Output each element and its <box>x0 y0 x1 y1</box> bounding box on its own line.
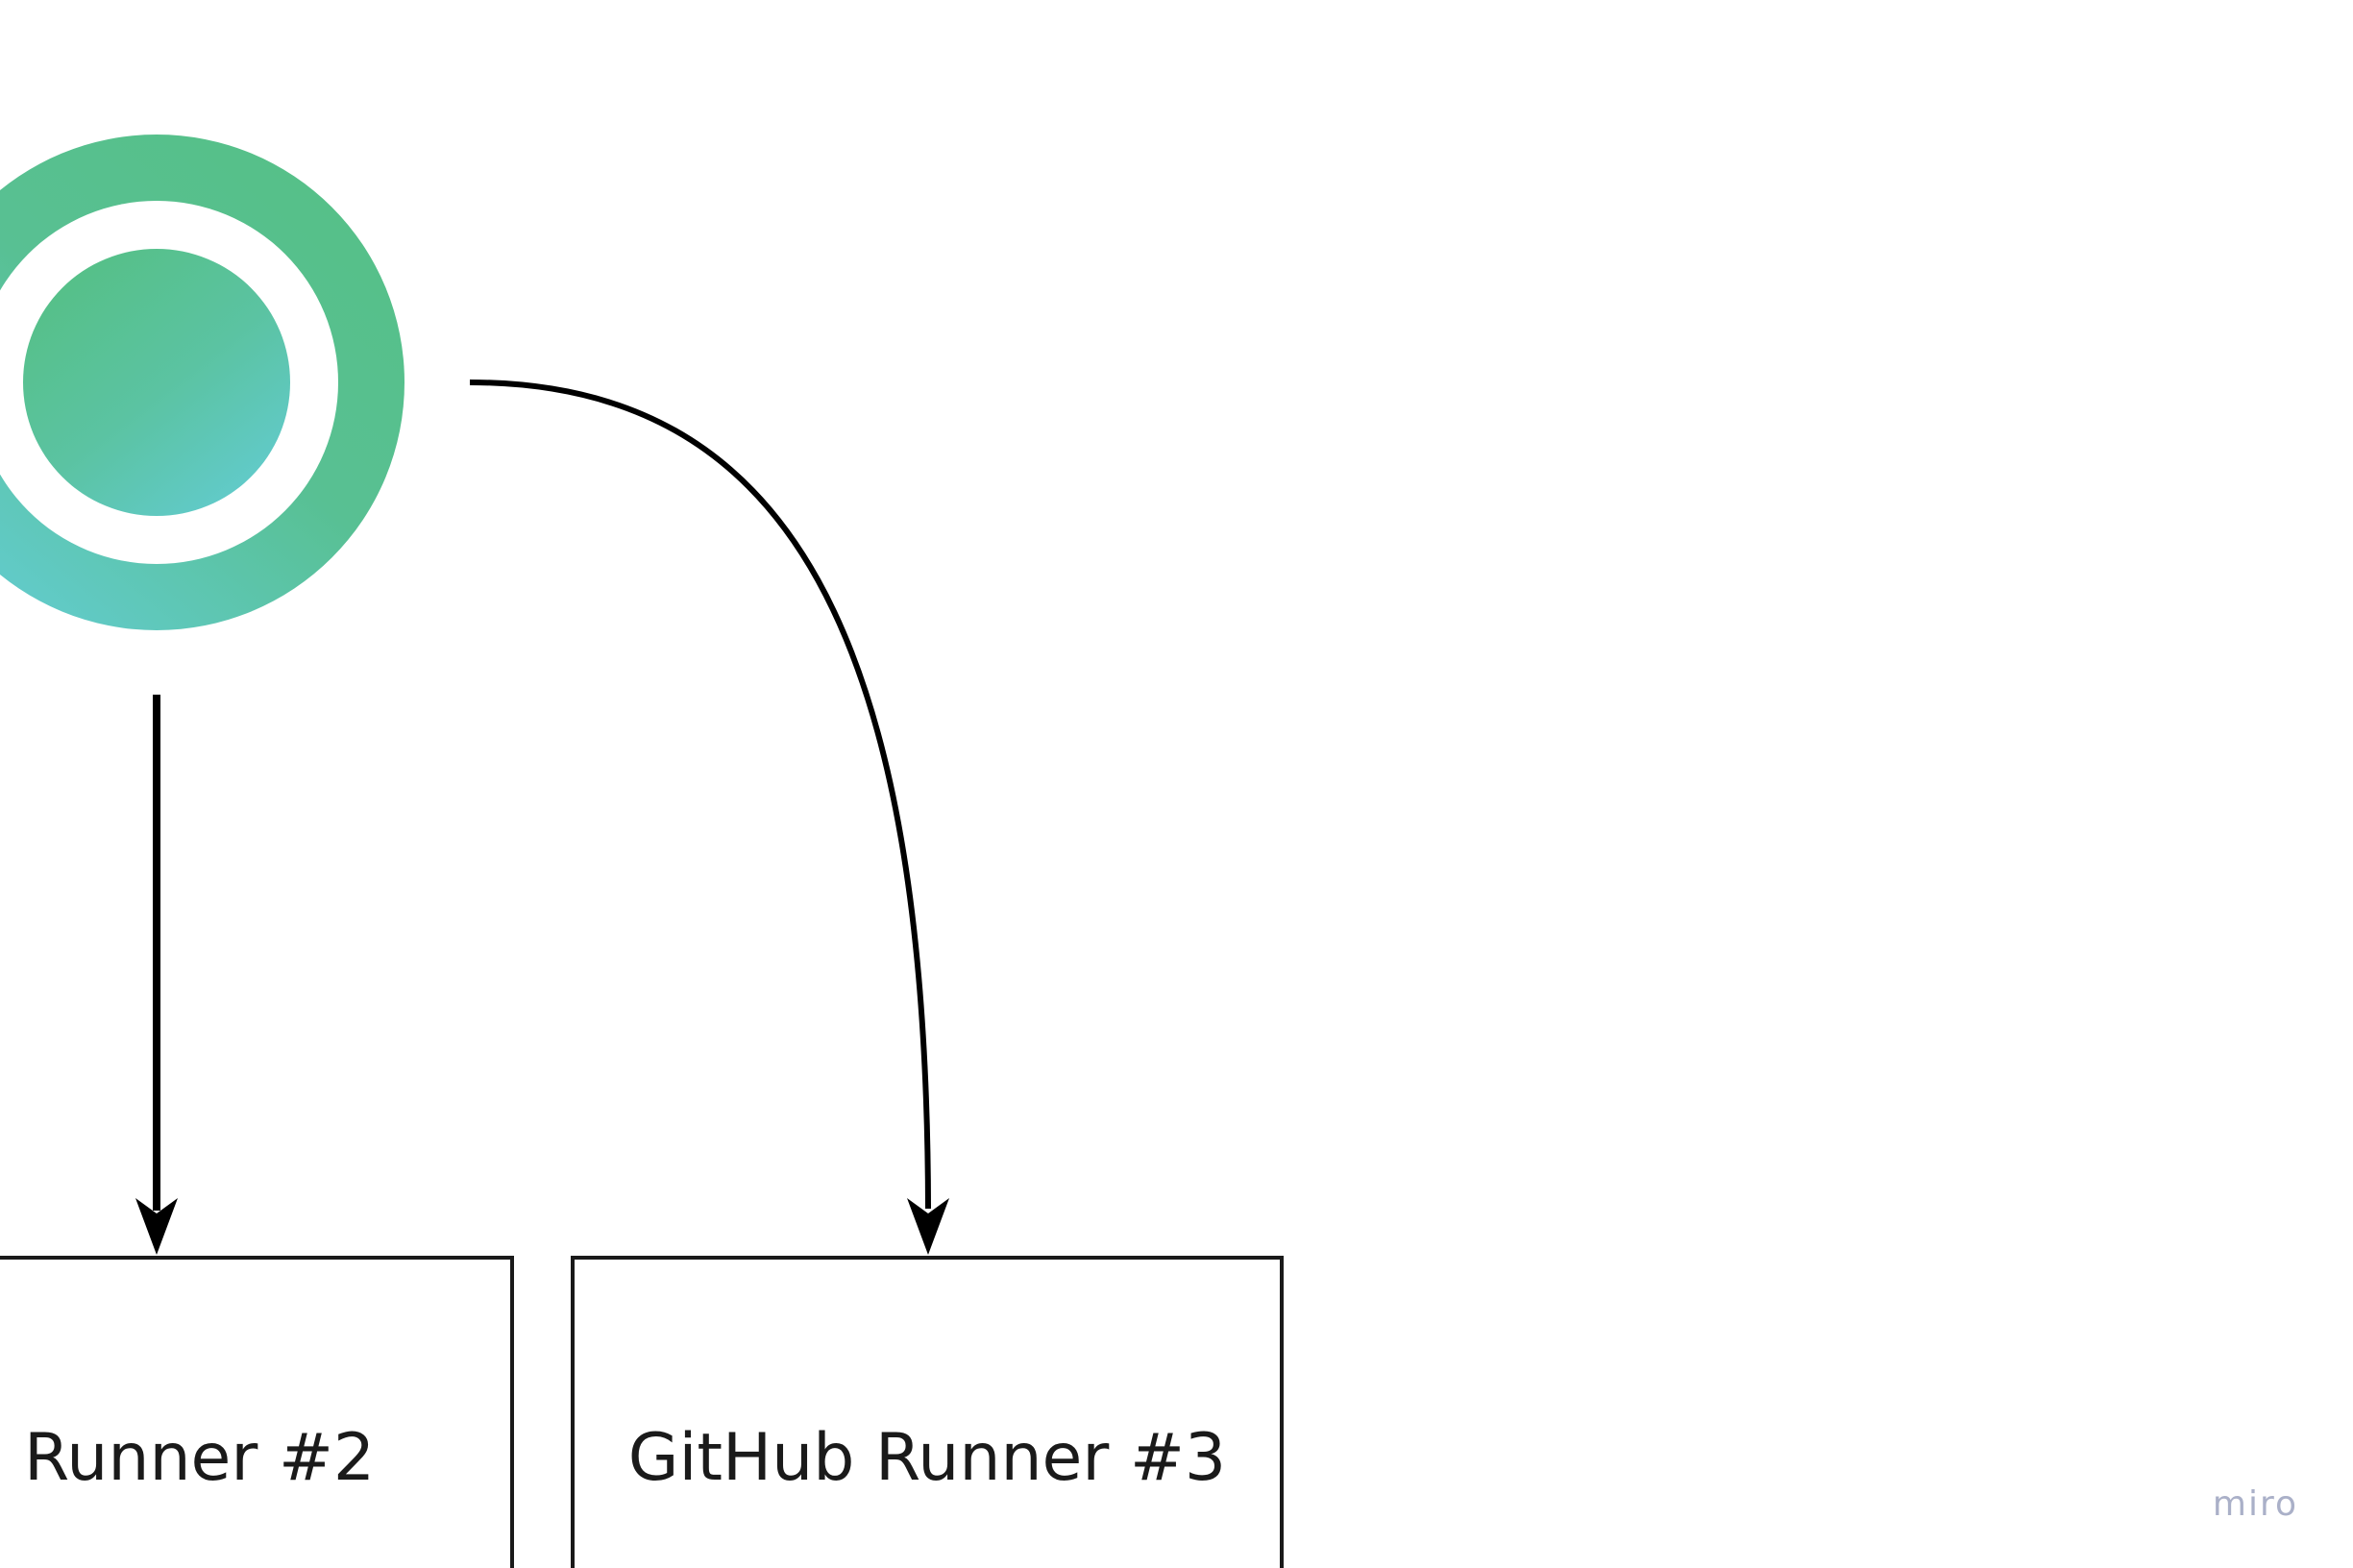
runner-box-3[interactable]: GitHub Runner #3 <box>571 1256 1284 1568</box>
circleci-logo-icon[interactable] <box>0 135 404 630</box>
arrowhead-icon <box>907 1198 949 1255</box>
connector-to-runner-3[interactable] <box>469 380 949 1255</box>
runner-box-2[interactable]: GitHub Runner #2 <box>0 1256 514 1568</box>
connector-curve <box>469 380 931 1210</box>
miro-watermark: miro <box>2213 1484 2298 1524</box>
connector-to-runner-2[interactable] <box>135 695 178 1255</box>
runner-box-2-frame <box>0 1256 514 1568</box>
logo-core <box>23 249 290 516</box>
arrowhead-icon <box>135 1198 178 1255</box>
runner-box-3-frame <box>571 1256 1284 1568</box>
runner-box-3-label: GitHub Runner #3 <box>628 1420 1226 1496</box>
runner-box-2-label: GitHub Runner #2 <box>0 1420 375 1496</box>
